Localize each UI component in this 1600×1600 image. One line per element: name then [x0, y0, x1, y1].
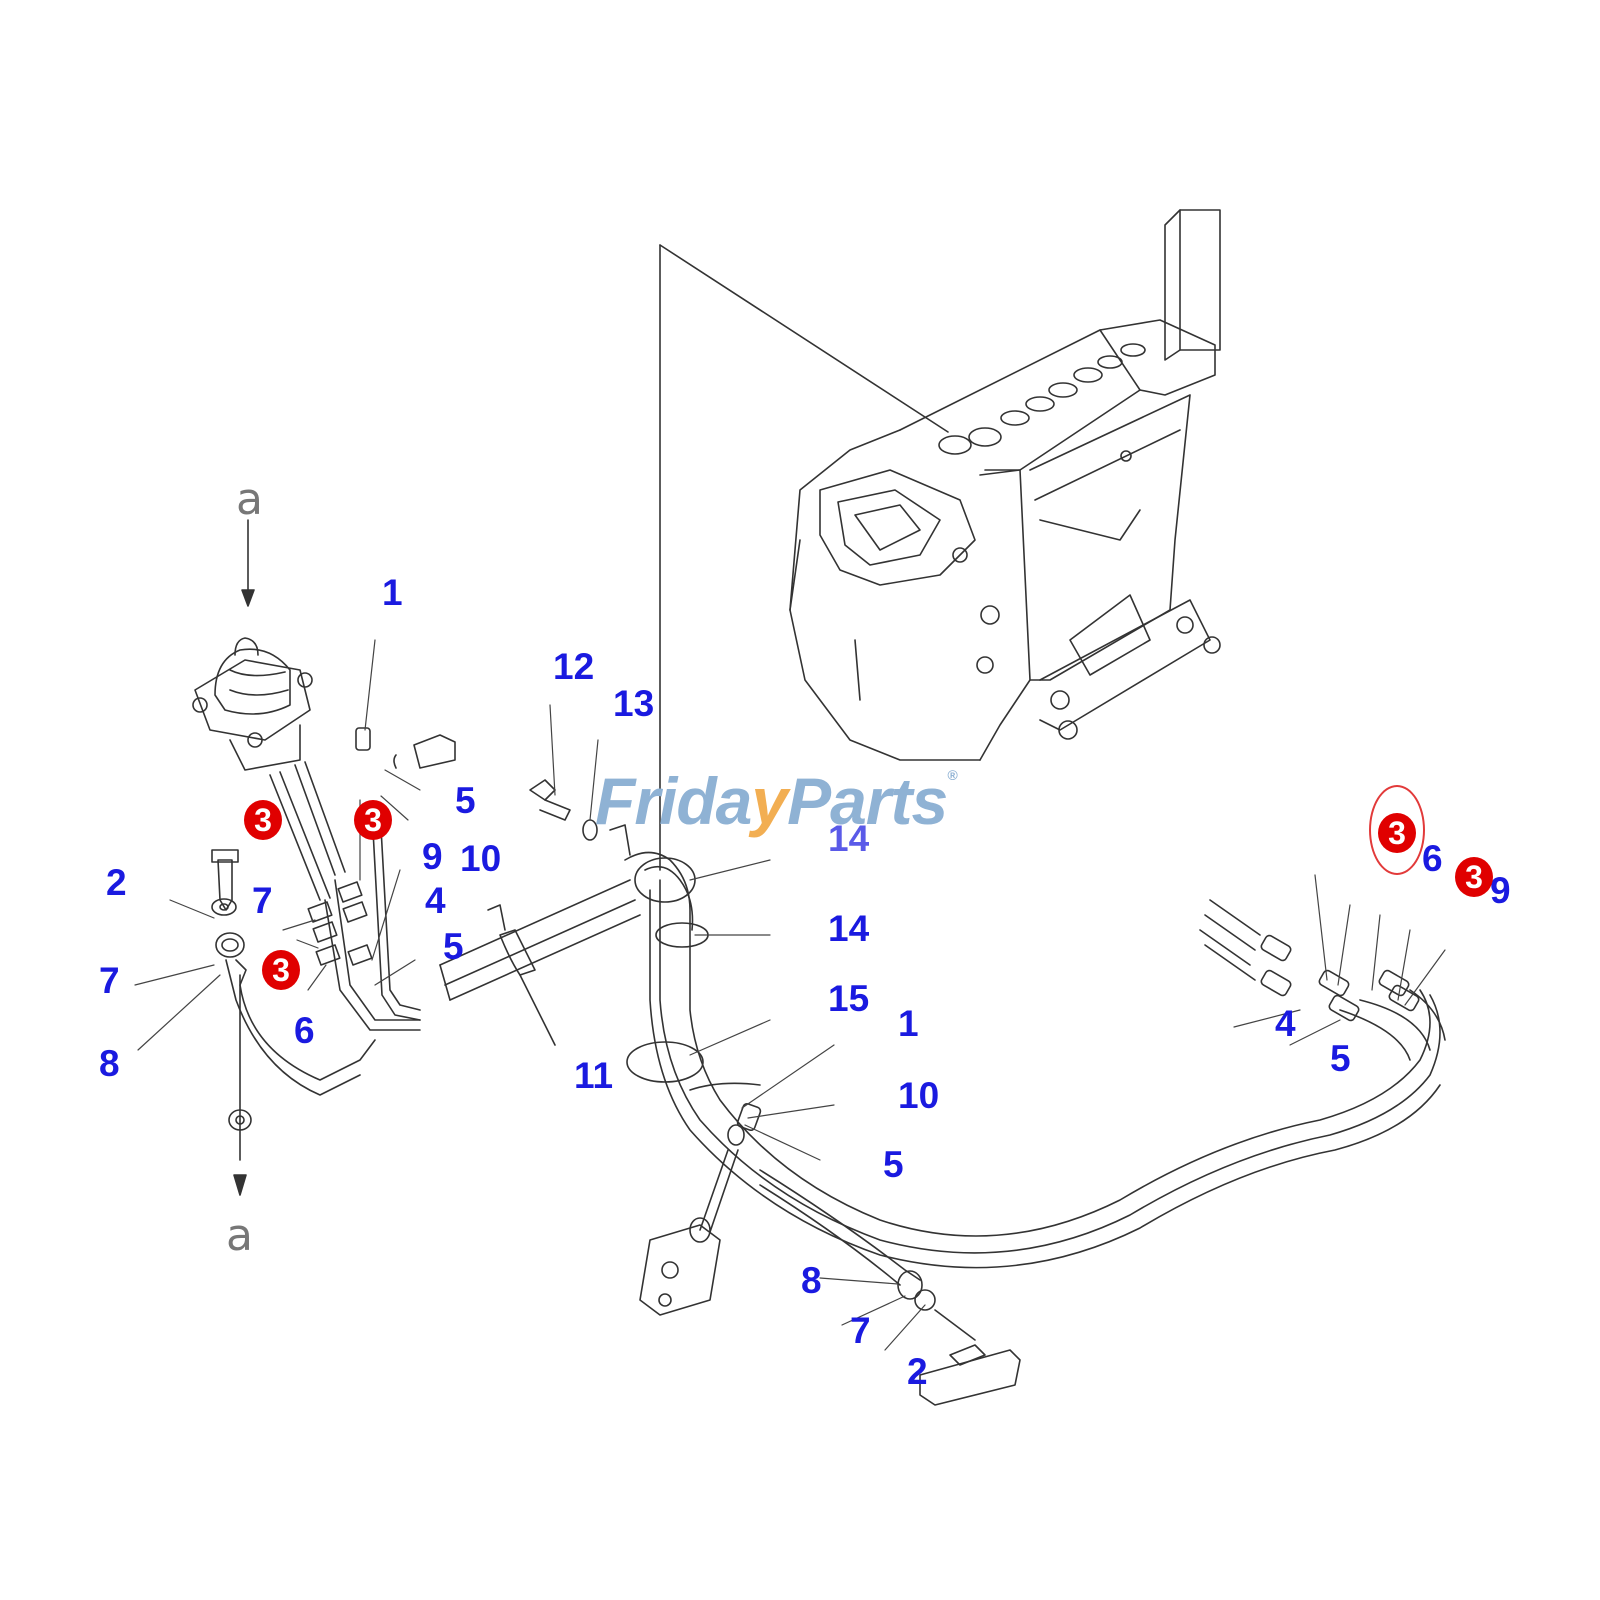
callout-5[interactable]: 5	[443, 926, 464, 967]
callout-11[interactable]: 11	[574, 1055, 614, 1096]
watermark-part2: y	[751, 764, 788, 838]
bolt-washer-left	[211, 849, 376, 1196]
watermark-part1: Frida	[595, 764, 752, 838]
callout-12[interactable]: 12	[553, 646, 595, 687]
callout-4[interactable]: 4	[1275, 1003, 1296, 1044]
callout-15[interactable]: 15	[828, 978, 870, 1019]
watermark-logo: FridayParts®	[595, 767, 958, 834]
watermark-registered: ®	[947, 767, 957, 783]
highlight-ring	[1369, 785, 1425, 875]
hose-ends-right	[1199, 899, 1446, 1061]
pressure-switch	[639, 1102, 762, 1316]
callout-3-badge[interactable]: 3	[354, 800, 392, 840]
callout-9[interactable]: 9	[1490, 870, 1511, 911]
callout-7[interactable]: 7	[850, 1310, 871, 1351]
callout-1[interactable]: 1	[898, 1003, 919, 1044]
callout-3-badge[interactable]: 3	[244, 800, 282, 840]
callout-2[interactable]: 2	[907, 1351, 928, 1392]
console-leader-line	[659, 244, 949, 433]
callout-7[interactable]: 7	[99, 960, 120, 1001]
callout-8[interactable]: 8	[99, 1043, 120, 1084]
callout-14[interactable]: 14	[828, 908, 870, 949]
callout-4[interactable]: 4	[425, 880, 446, 921]
callout-6[interactable]: 6	[294, 1010, 315, 1051]
callout-3-badge[interactable]: 3	[1455, 857, 1493, 897]
callout-2[interactable]: 2	[106, 862, 127, 903]
control-console	[789, 209, 1221, 761]
leader-lines	[134, 639, 1446, 1351]
hose-bundle-left	[269, 727, 456, 1031]
callout-10[interactable]: 10	[898, 1075, 940, 1116]
callout-5[interactable]: 5	[883, 1144, 904, 1185]
pressure-block-bottom	[759, 1169, 1021, 1406]
hose-bundle-center	[439, 824, 1441, 1269]
callout-14[interactable]: 14	[828, 818, 870, 859]
callout-10[interactable]: 10	[460, 838, 502, 879]
callout-5[interactable]: 5	[1330, 1038, 1351, 1079]
callout-9[interactable]: 9	[422, 836, 443, 877]
watermark-part3: Parts	[787, 764, 948, 838]
callout-5[interactable]: 5	[455, 780, 476, 821]
callout-3-badge[interactable]: 3	[262, 950, 300, 990]
callout-6[interactable]: 6	[1422, 838, 1443, 879]
callout-1[interactable]: 1	[382, 572, 403, 613]
callout-8[interactable]: 8	[801, 1260, 822, 1301]
ref-mark-top: a	[236, 474, 263, 525]
bolt-washer-12-13	[529, 779, 598, 841]
callout-13[interactable]: 13	[613, 683, 655, 724]
ppc-valve	[192, 519, 313, 771]
ref-mark-bottom: a	[226, 1210, 253, 1261]
callout-7[interactable]: 7	[252, 880, 273, 921]
